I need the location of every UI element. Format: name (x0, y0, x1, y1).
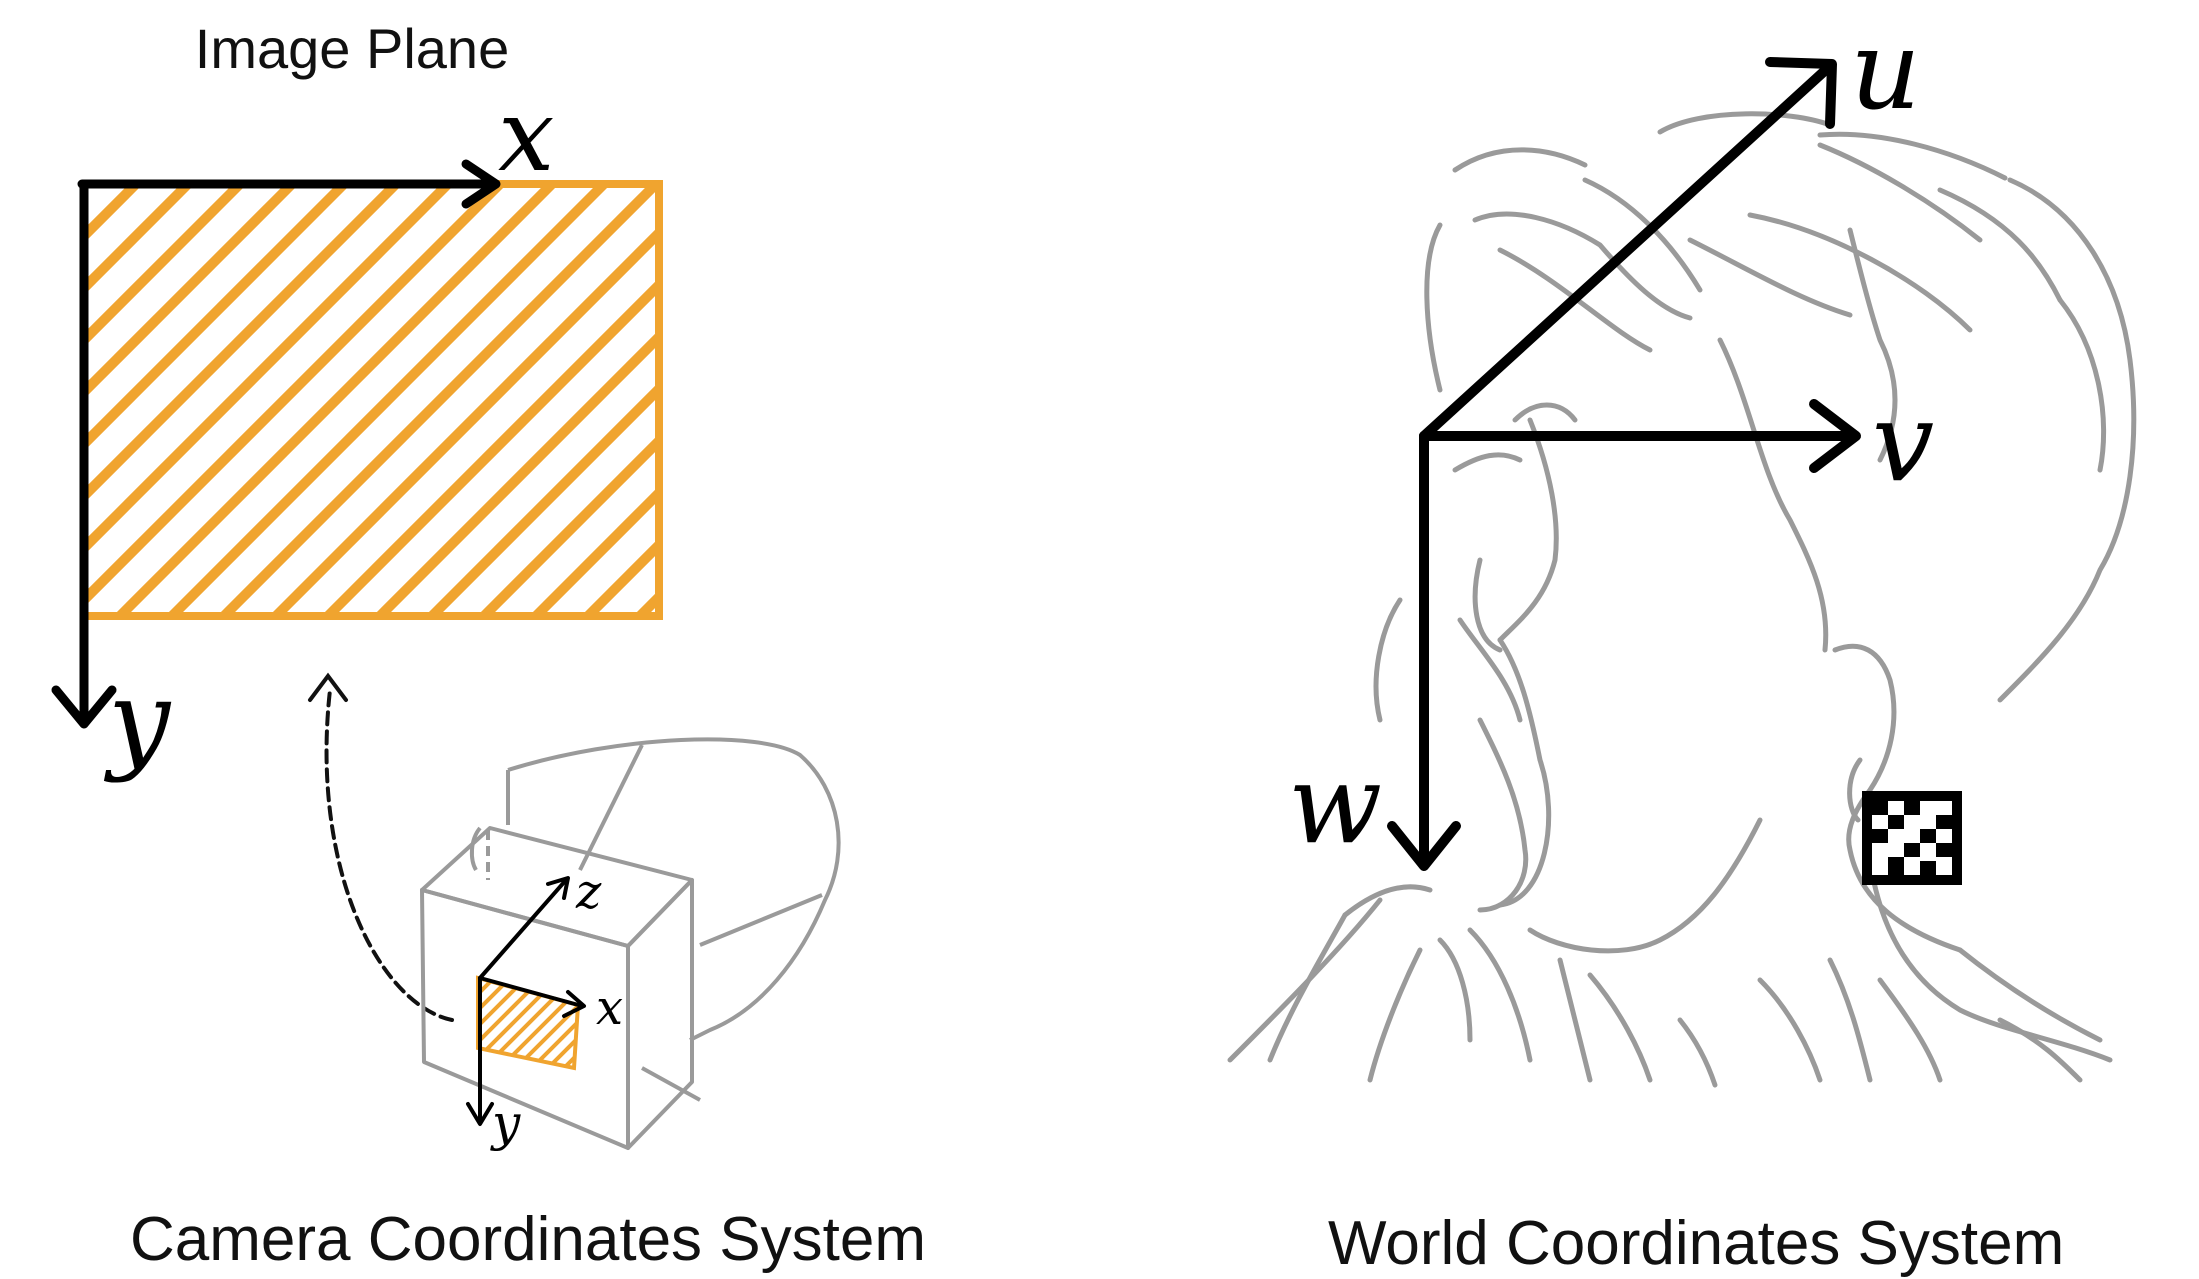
camera-sketch-icon (420, 737, 841, 1150)
hatch-line (84, 184, 348, 452)
hatch-line (480, 433, 659, 616)
hatch-line (616, 970, 726, 1080)
hatch-line (84, 184, 244, 348)
hatch-line (116, 184, 556, 616)
camera-caption: Camera Coordinates System (130, 1205, 926, 1274)
hatch-line (84, 184, 140, 244)
hatch-line (848, 184, 1280, 616)
hatch-line (84, 184, 296, 400)
world-w-axis-label: w (1288, 740, 1382, 868)
hatch-line (478, 978, 552, 1068)
hatch-line (632, 970, 742, 1080)
hatch-line (428, 381, 659, 616)
hatch-line (324, 277, 659, 616)
hatch-line (692, 184, 1124, 616)
hatch-line (84, 184, 88, 192)
hatch-line (220, 184, 659, 616)
camera-panel: Image Plane x y (51, 17, 1436, 1152)
small-y-axis-label: y (490, 1094, 521, 1152)
hatch-line (796, 184, 1228, 616)
small-x-axis-label: x (596, 980, 623, 1036)
world-caption: World Coordinates System (1328, 1209, 2065, 1278)
hatch-line (360, 970, 470, 1080)
image-plane-title: Image Plane (195, 17, 509, 80)
world-u-axis (1419, 57, 1837, 441)
hatch-line (648, 970, 758, 1080)
hatch-line (532, 485, 659, 616)
image-plane (80, 180, 1436, 620)
head-profile-sketch-icon (1227, 111, 2137, 1088)
fiducial-marker-icon (1862, 791, 1962, 885)
image-y-axis (51, 179, 117, 729)
hatch-line (900, 184, 1332, 616)
world-u-axis-label: u (1850, 6, 1921, 134)
hatch-line (952, 184, 1384, 616)
image-y-axis-label: y (103, 656, 172, 784)
small-z-axis-label: z (575, 864, 602, 920)
hatch-line (744, 184, 1176, 616)
hatch-line (636, 589, 659, 616)
world-v-axis (1419, 399, 1861, 473)
hatch-line (84, 184, 192, 296)
zoom-curved-arrow (308, 672, 454, 1022)
world-v-axis-label: v (1872, 378, 1934, 506)
world-panel: u v w (1227, 6, 2137, 1088)
hatch-line (376, 329, 659, 616)
hatch-line (84, 184, 400, 504)
hatch-line (272, 225, 659, 616)
hatch-line (478, 978, 520, 1068)
world-w-axis (1387, 431, 1461, 871)
hatch-line (550, 978, 578, 1068)
hatch-line (1004, 184, 1436, 616)
hatch-line (696, 970, 806, 1080)
image-x-axis (77, 159, 501, 209)
image-x-axis-label: x (498, 77, 554, 194)
hatch-line (84, 184, 504, 608)
hatch-line (168, 184, 608, 616)
hatch-line (534, 978, 578, 1068)
hatch-line (478, 978, 578, 1068)
small-camera-axes (466, 876, 586, 1126)
hatch-line (478, 978, 504, 1068)
